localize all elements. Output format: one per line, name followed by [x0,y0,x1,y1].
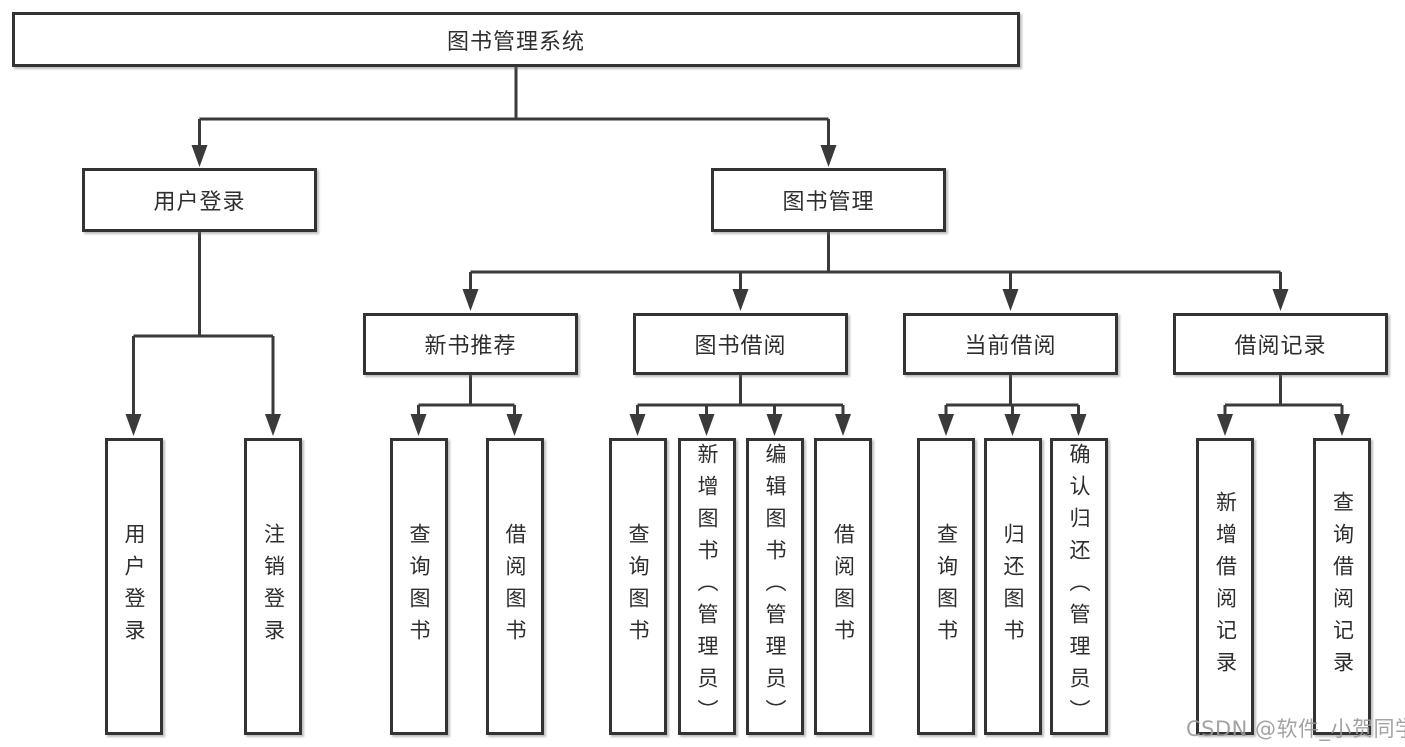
leaf-bb-query-books: 查询图书 [608,438,667,735]
leaf-bb-add-books-admin: 新增图书（管理员） [677,438,736,735]
node-user-login: 用户登录 [82,168,317,232]
leaf-cb-query-books: 查询图书 [917,438,975,735]
leaf-user-login: 用户登录 [104,438,163,735]
node-new-book-recommend: 新书推荐 [363,313,578,375]
node-borrow-records: 借阅记录 [1173,313,1388,375]
node-book-borrow: 图书借阅 [633,313,848,375]
leaf-bb-borrow-books: 借阅图书 [814,438,872,735]
node-library-management-system: 图书管理系统 [12,12,1020,67]
leaf-cb-return-books: 归还图书 [983,438,1042,735]
leaf-cb-confirm-return-admin: 确认归还（管理员） [1049,438,1108,735]
leaf-logout: 注销登录 [244,438,302,735]
arrowheads [125,145,1350,436]
leaf-nbr-query-books: 查询图书 [389,438,448,735]
node-book-management: 图书管理 [711,168,946,232]
node-current-borrow: 当前借阅 [903,313,1118,375]
leaf-bb-edit-books-admin: 编辑图书（管理员） [745,438,804,735]
leaf-nbr-borrow-books: 借阅图书 [485,438,544,735]
leaf-br-add-record: 新增借阅记录 [1196,438,1254,735]
leaf-br-query-record: 查询借阅记录 [1313,438,1371,735]
watermark: CSDN @软件_小贺同学 [1186,717,1405,741]
